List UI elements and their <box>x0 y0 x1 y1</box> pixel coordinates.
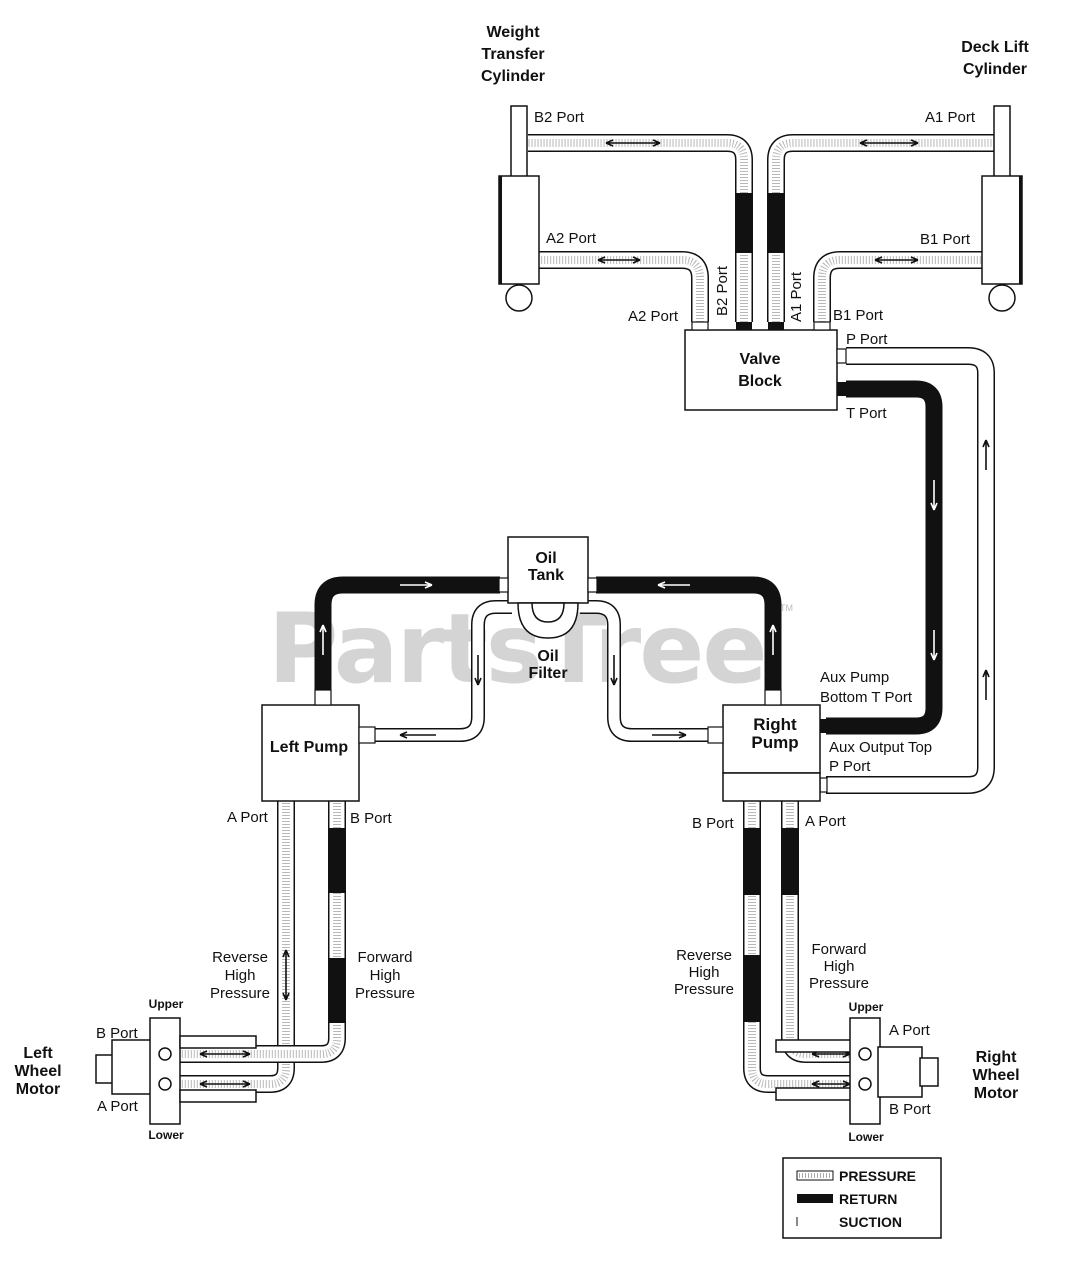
aux-output-top-label-1: Aux Output Top <box>829 739 932 756</box>
pipe-left-return-line <box>314 576 500 690</box>
oil-filter: Oil Filter <box>517 602 579 682</box>
oil-tank-label-1: Oil <box>535 550 556 567</box>
pipe-b2-line <box>528 134 753 322</box>
right-pump-label-1: Right <box>753 715 797 734</box>
left-pump-b-port-label: B Port <box>350 810 393 827</box>
right-wheel-motor: Right Wheel Motor Upper Lower <box>775 1000 1020 1144</box>
right-pump: Right Pump <box>707 689 828 802</box>
left-reverse-label-1: Reverse <box>212 949 268 966</box>
legend-return-label: RETURN <box>839 1191 897 1207</box>
valve-block-label-1: Valve <box>740 351 781 368</box>
deck-lift-cylinder: Deck Lift Cylinder <box>961 39 1029 312</box>
right-reverse-label-2: High <box>689 964 720 981</box>
left-pump: Left Pump <box>261 689 376 802</box>
legend-suction-label: SUCTION <box>839 1214 902 1230</box>
pipes <box>180 134 1002 1093</box>
p-port-label: P Port <box>846 331 888 348</box>
oil-filter-label-2: Filter <box>528 665 567 682</box>
legend-return: RETURN <box>797 1191 897 1207</box>
right-reverse-label-1: Reverse <box>676 947 732 964</box>
t-port-label: T Port <box>846 405 887 422</box>
legend-pressure-label: PRESSURE <box>839 1168 916 1184</box>
pipe-p-line <box>826 347 995 794</box>
watermark-trademark: TM <box>780 603 793 613</box>
right-motor-b-port-label: B Port <box>889 1101 932 1118</box>
left-wheel-motor-label-3: Motor <box>16 1081 60 1098</box>
right-forward-label-1: Forward <box>811 941 866 958</box>
right-reverse-label-3: Pressure <box>674 981 734 998</box>
a1-port-valve-label: A1 Port <box>788 271 805 322</box>
aux-pump-bottom-label-1: Aux Pump <box>820 669 889 686</box>
legend-pressure: PRESSURE <box>796 1168 916 1184</box>
right-motor-upper-label: Upper <box>849 1000 884 1014</box>
weight-transfer-cylinder-label-2: Transfer <box>481 46 544 63</box>
left-wheel-motor-label-2: Wheel <box>14 1063 61 1080</box>
watermark: PartsTree <box>268 593 765 705</box>
weight-transfer-cylinder-label-1: Weight <box>486 24 540 41</box>
a2-port-side-label: A2 Port <box>546 230 597 247</box>
oil-filter-label-1: Oil <box>537 648 558 665</box>
right-pump-label-2: Pump <box>751 733 798 752</box>
b2-port-top-label: B2 Port <box>534 109 585 126</box>
pipe-t-return-line <box>826 380 943 735</box>
oil-tank-label-2: Tank <box>528 567 564 584</box>
left-wheel-motor: Left Wheel Motor Upper Lower <box>14 997 257 1142</box>
deck-lift-cylinder-label-1: Deck Lift <box>961 39 1029 56</box>
valve-block: Valve Block <box>684 321 847 411</box>
legend: PRESSURE RETURN SUCTION <box>782 1157 942 1239</box>
port-labels: B2 Port A1 Port A2 Port B1 Port A2 Port … <box>96 109 976 1118</box>
left-motor-lower-label: Lower <box>148 1128 184 1142</box>
aux-pump-bottom-label-2: Bottom T Port <box>820 689 913 706</box>
right-motor-a-port-label: A Port <box>889 1022 931 1039</box>
weight-transfer-cylinder-label-3: Cylinder <box>481 68 545 85</box>
left-pump-a-port-label: A Port <box>227 809 269 826</box>
b1-port-valve-label: B1 Port <box>833 307 884 324</box>
pipe-right-a-line <box>781 800 852 1063</box>
oil-tank: Oil Tank <box>498 536 598 604</box>
right-forward-label-2: High <box>824 958 855 975</box>
left-forward-label-2: High <box>370 967 401 984</box>
left-reverse-label-3: Pressure <box>210 985 270 1002</box>
left-motor-a-port-label: A Port <box>97 1098 139 1115</box>
pipe-left-b-line <box>180 800 346 1063</box>
left-motor-upper-label: Upper <box>149 997 184 1011</box>
a1-port-top-label: A1 Port <box>925 109 976 126</box>
weight-transfer-cylinder: Weight Transfer Cylinder <box>481 24 545 312</box>
b2-port-valve-label: B2 Port <box>714 265 731 316</box>
right-wheel-motor-label-3: Motor <box>974 1085 1018 1102</box>
left-wheel-motor-label-1: Left <box>23 1045 53 1062</box>
pressure-labels: Reverse High Pressure Forward High Press… <box>210 941 869 1002</box>
left-reverse-label-2: High <box>225 967 256 984</box>
pipe-a2-line <box>538 251 709 322</box>
pipe-a1-line <box>767 134 1002 322</box>
right-forward-label-3: Pressure <box>809 975 869 992</box>
left-pump-label: Left Pump <box>270 739 348 756</box>
pipe-b1-line <box>813 251 982 322</box>
deck-lift-cylinder-label-2: Cylinder <box>963 61 1027 78</box>
right-pump-a-port-label: A Port <box>805 813 847 830</box>
aux-output-top-label-2: P Port <box>829 758 871 775</box>
b1-port-side-label: B1 Port <box>920 231 971 248</box>
pipe-left-a-line <box>180 800 295 1093</box>
pipe-right-b-line <box>743 800 852 1093</box>
left-motor-b-port-label: B Port <box>96 1025 139 1042</box>
right-wheel-motor-label-1: Right <box>976 1049 1018 1066</box>
legend-suction: SUCTION <box>796 1214 902 1230</box>
right-motor-lower-label: Lower <box>848 1130 884 1144</box>
left-forward-label-1: Forward <box>357 949 412 966</box>
a2-port-valve-label: A2 Port <box>628 308 679 325</box>
left-forward-label-3: Pressure <box>355 985 415 1002</box>
pipe-right-return-line <box>596 576 782 690</box>
valve-block-label-2: Block <box>738 373 782 390</box>
right-pump-b-port-label: B Port <box>692 815 735 832</box>
right-wheel-motor-label-2: Wheel <box>972 1067 1019 1084</box>
